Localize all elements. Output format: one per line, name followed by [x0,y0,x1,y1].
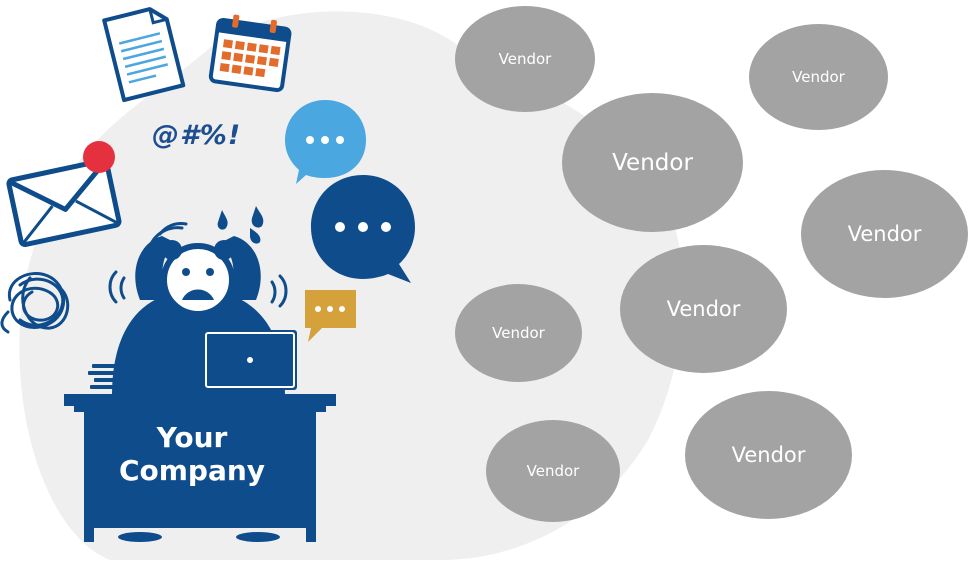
vendor-bubble: Vendor [801,170,968,298]
vendor-bubble: Vendor [749,24,888,130]
company-label-line2: Company [118,454,266,487]
chat-bubble-icon [311,175,415,283]
vendor-bubble: Vendor [486,420,620,522]
document-icon [102,7,186,103]
vendor-bubble: Vendor [455,284,582,382]
frustration-symbols: @#%! [152,120,242,151]
vendor-label: Vendor [847,222,922,246]
vendor-bubble: Vendor [685,391,852,519]
vendor-label: Vendor [612,149,693,176]
email-notification-icon [6,141,122,248]
vendor-bubble: Vendor [455,6,595,112]
vendor-label: Vendor [792,68,845,86]
vendor-label: Vendor [731,443,806,467]
calendar-icon [208,14,292,93]
vendor-bubble: Vendor [562,93,743,232]
laptop-icon [203,330,297,390]
tangled-yarn-icon [0,272,70,334]
vendor-bubble: Vendor [620,245,787,373]
chat-bubble-icon [285,100,366,184]
chat-bubble-icon [305,290,356,342]
desk [64,394,336,542]
company-label-line1: Your [156,421,228,454]
vendor-label: Vendor [492,324,545,342]
vendor-label: Vendor [526,462,580,480]
vendor-label: Vendor [666,297,741,321]
company-label: Your Company [88,421,296,487]
paper-stack [88,364,150,389]
vendor-label: Vendor [498,50,552,68]
